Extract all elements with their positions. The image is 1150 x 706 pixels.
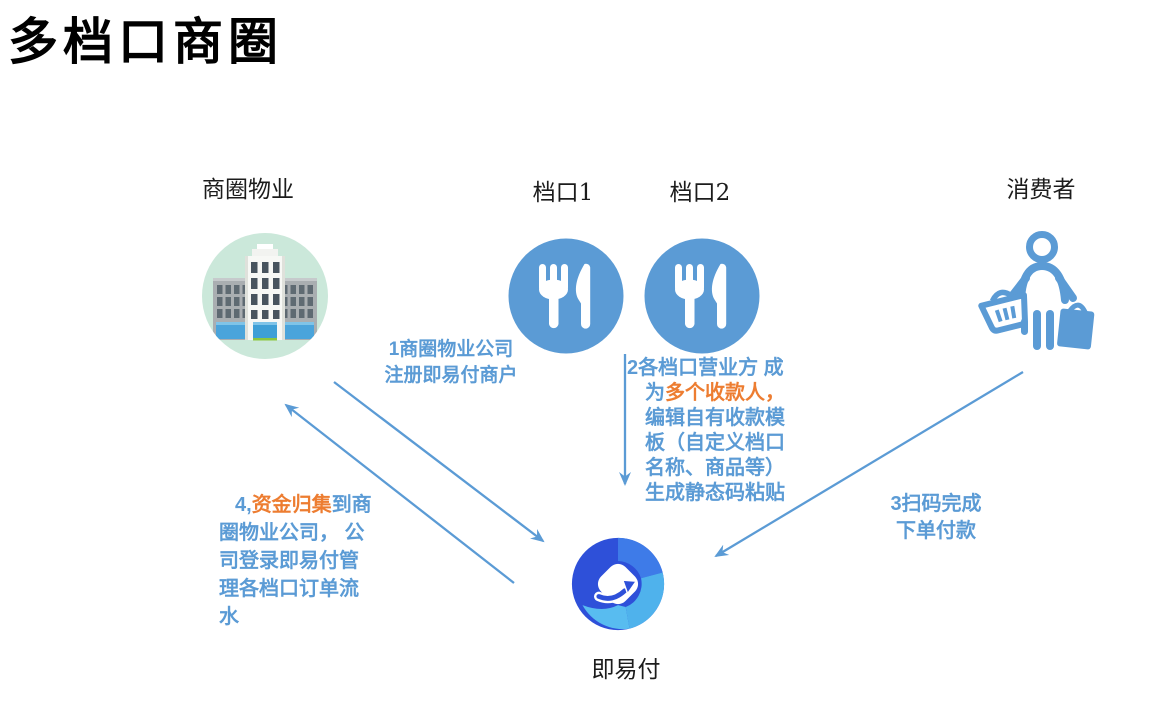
label-consumer: 消费者 <box>1006 177 1076 203</box>
fork-knife-icon <box>644 238 760 354</box>
page-title: 多档口商圈 <box>8 14 283 70</box>
shopper-icon <box>978 231 1095 350</box>
label-stall1: 档口1 <box>532 180 594 206</box>
building-icon <box>202 233 328 359</box>
payment-swirl-logo <box>571 537 665 631</box>
label-payment: 即易付 <box>591 657 661 683</box>
annotation-step2: 2各档口营业方 成为多个收款人，编辑自有收款模板（自定义档口名称、商品等）生成静… <box>627 357 785 504</box>
annotation-step4: 4,资金归集到商圈物业公司， 公司登录即易付管理各档口订单流水 <box>219 494 372 628</box>
label-stall2: 档口2 <box>669 180 731 206</box>
annotation-step1: 1商圈物业公司 注册即易付商户 <box>384 339 518 386</box>
fork-knife-icon <box>508 238 624 354</box>
label-property: 商圈物业 <box>202 177 294 203</box>
annotation-step3: 3扫码完成 下单付款 <box>890 493 982 542</box>
